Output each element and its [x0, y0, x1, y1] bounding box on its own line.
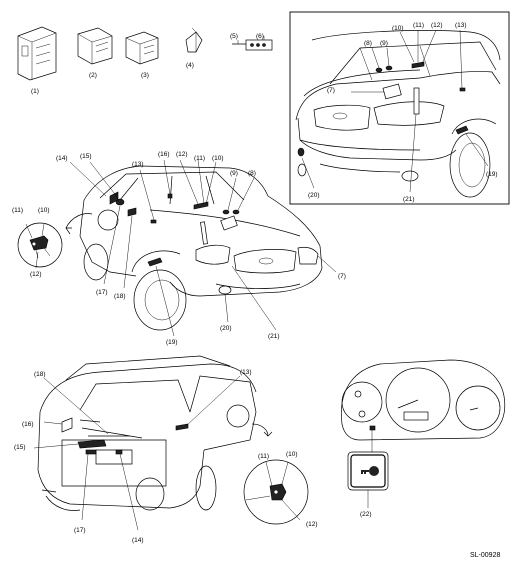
- inset-frame: [289, 11, 510, 205]
- inset-label-7: (7): [327, 87, 335, 94]
- front-label-15: (15): [80, 153, 92, 160]
- front-detail-label-12: (12): [30, 271, 42, 278]
- inset-label-9: (9): [380, 40, 388, 47]
- front-label-18: (18): [114, 293, 126, 300]
- rear-detail-label-10: (10): [286, 451, 298, 458]
- part-label-4: (4): [186, 62, 194, 69]
- front-label-20: (20): [220, 325, 232, 332]
- inset-label-21: (21): [403, 196, 415, 203]
- front-detail-label-11: (11): [12, 207, 23, 214]
- front-detail-callout-circle: [97, 209, 119, 231]
- inset-label-11: (11): [413, 22, 424, 29]
- part-label-5: (5): [230, 33, 238, 40]
- part-3-module: [125, 31, 159, 65]
- front-label-13: (13): [132, 161, 144, 168]
- front-label-14: (14): [56, 155, 68, 162]
- front-label-12: (12): [176, 151, 188, 158]
- tachometer: [455, 385, 501, 431]
- front-label-10: (10): [212, 155, 224, 162]
- front-label-17: (17): [96, 289, 108, 296]
- front-label-7: (7): [338, 273, 346, 280]
- inset-label-10: (10): [392, 25, 404, 32]
- rear-detail-label-12: (12): [306, 521, 318, 528]
- front-detail-circle: [17, 222, 63, 268]
- figure-code: SL-00928: [470, 552, 500, 559]
- key-indicator-icon: [369, 466, 379, 476]
- inset-label-8: (8): [364, 40, 372, 47]
- rear-label-14: (14): [132, 537, 144, 544]
- part-label-1: (1): [31, 88, 39, 95]
- front-view: (14) (15) (13) (16) (12) (11) (10) (9) (…: [12, 151, 346, 346]
- part-label-2: (2): [89, 72, 97, 79]
- part-1-control-module: [17, 26, 57, 81]
- inset-label-20: (20): [308, 192, 320, 199]
- rear-label-15: (15): [14, 444, 26, 451]
- inset-label-13: (13): [455, 22, 467, 29]
- inset-label-19: (19): [486, 171, 498, 178]
- front-detail-label-10: (10): [38, 207, 50, 214]
- speedometer: [385, 367, 451, 433]
- front-label-11: (11): [194, 155, 205, 162]
- rear-detail-label-11: (11): [258, 453, 269, 460]
- part-5-6-switch: [232, 36, 273, 51]
- rear-view: (18) (16) (15) (17) (14) (13) (11) (10) …: [14, 355, 318, 544]
- front-label-19: (19): [166, 339, 178, 346]
- front-label-8: (8): [248, 170, 256, 177]
- rear-label-18-top: (18): [34, 371, 46, 378]
- parts-row: (1) (2) (3) (4) (5): [17, 26, 273, 95]
- front-label-16: (16): [158, 151, 170, 158]
- rear-label-16: (16): [22, 421, 34, 428]
- meter-view: (22): [340, 359, 506, 518]
- inset-top-right: (7) (8) (9) (10) (11) (12) (13) (19) (20…: [289, 11, 510, 205]
- front-label-21: (21): [268, 333, 280, 340]
- rear-label-13: (13): [240, 369, 252, 376]
- part-2-module: [77, 27, 113, 65]
- part-label-3: (3): [141, 72, 149, 79]
- part-label-6: (6): [256, 33, 264, 40]
- rear-callout-circle: [226, 404, 250, 428]
- part-4-sensor: [185, 27, 203, 53]
- front-label-9: (9): [230, 170, 238, 177]
- rear-label-17: (17): [74, 527, 86, 534]
- meter-cluster-outline: [340, 359, 506, 441]
- inset-label-12: (12): [431, 22, 443, 29]
- meter-label-22: (22): [360, 511, 372, 518]
- rear-detail-circle: [243, 459, 309, 525]
- odometer-display: [403, 411, 429, 421]
- fuel-gauge-area: [341, 381, 383, 423]
